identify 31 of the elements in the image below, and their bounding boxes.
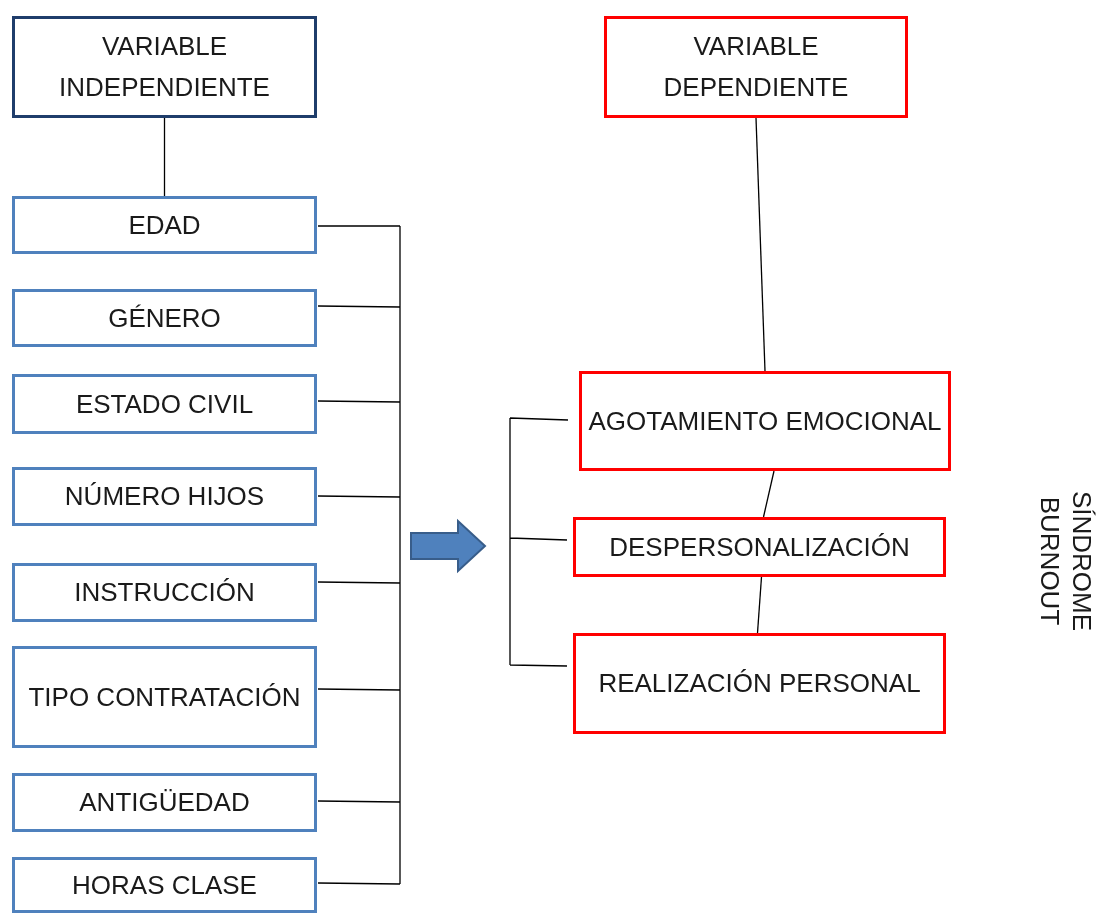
variable-box <box>573 633 946 734</box>
connector-line <box>755 117 766 372</box>
variable-box <box>12 374 317 434</box>
side-label: SÍNDROME BURNOUT <box>1034 489 1098 634</box>
connector-line <box>163 117 166 197</box>
variable-box <box>12 289 317 347</box>
variable-box <box>12 646 317 748</box>
variable-box <box>12 773 317 832</box>
variable-box <box>12 16 317 118</box>
variable-box <box>12 196 317 254</box>
box-label: DESPERSONALIZACIÓN <box>608 530 911 564</box>
variable-box <box>12 563 317 622</box>
box-label: NÚMERO HIJOS <box>63 480 266 513</box>
box-label: INSTRUCCIÓN <box>73 576 256 609</box>
variable-box <box>12 857 317 913</box>
variable-box <box>573 517 946 577</box>
box-label: ANTIGÜEDAD <box>78 786 251 819</box>
box-label: VARIABLE INDEPENDIENTE <box>58 30 271 104</box>
variable-box <box>579 371 951 471</box>
box-label: REALIZACIÓN PERSONAL <box>597 667 922 700</box>
box-label: EDAD <box>127 208 202 242</box>
box-label: VARIABLE DEPENDIENTE <box>662 30 850 104</box>
box-label: GÉNERO <box>107 301 222 335</box>
box-label: HORAS CLASE <box>71 868 258 902</box>
box-label: ESTADO CIVIL <box>74 387 255 421</box>
connector-line <box>756 576 763 634</box>
box-label: AGOTAMIENTO EMOCIONAL <box>587 404 943 438</box>
connector-line <box>762 470 775 518</box>
variable-box <box>604 16 908 118</box>
box-label: TIPO CONTRATACIÓN <box>27 680 302 714</box>
variable-box <box>12 467 317 526</box>
